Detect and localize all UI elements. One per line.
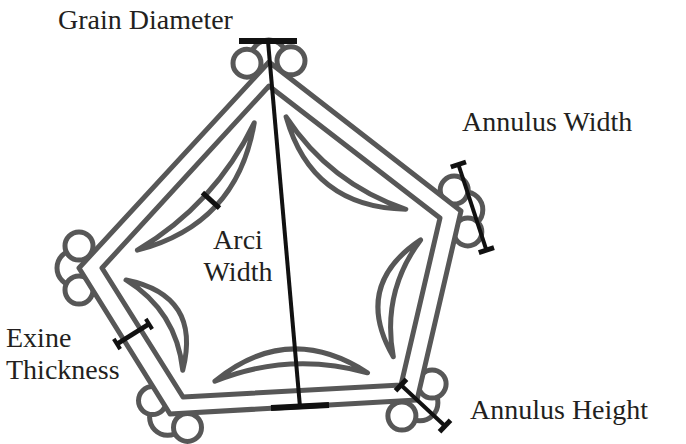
- arcus: [126, 280, 187, 370]
- mark-tick: [451, 162, 466, 167]
- measurement-label: Annulus Width: [462, 106, 632, 138]
- measurement-label: Exine Thickness: [6, 322, 120, 386]
- exine-thickness-mark: [117, 324, 149, 344]
- annulus-height-mark: [401, 385, 445, 426]
- annulus-lobe: [174, 413, 202, 441]
- mark-tick: [440, 420, 451, 432]
- arcus: [378, 240, 421, 357]
- diameter-bar: [271, 405, 329, 408]
- mark-tick: [114, 339, 120, 349]
- arcus: [215, 349, 368, 381]
- annulus-lobe: [388, 402, 416, 430]
- mark-tick: [396, 379, 407, 391]
- mark-tick: [146, 319, 152, 329]
- exine-outer-wall: [79, 62, 461, 414]
- annulus-lobes: [57, 40, 483, 441]
- measurement-marks: [114, 41, 494, 432]
- mark-tick: [479, 248, 494, 253]
- arci: [126, 117, 421, 381]
- arcus: [286, 117, 406, 209]
- diameter-bar: [239, 38, 297, 44]
- annulus-width-mark: [458, 165, 486, 251]
- measurement-label: Arci Width: [204, 224, 273, 288]
- diameter-line: [268, 41, 300, 407]
- measurement-label: Grain Diameter: [58, 4, 233, 36]
- exine-inner-wall: [102, 86, 440, 397]
- measurement-label: Annulus Height: [470, 394, 648, 426]
- arci-width-mark: [202, 193, 219, 209]
